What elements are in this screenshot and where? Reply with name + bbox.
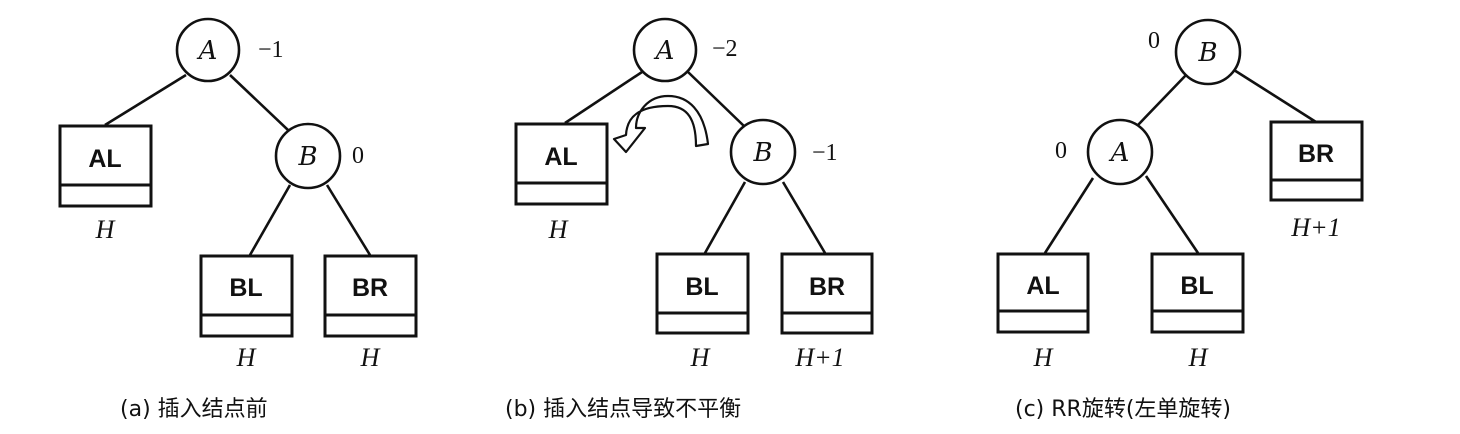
node-a <box>632 17 698 83</box>
node-a-label: A <box>197 36 218 66</box>
node-a <box>1086 118 1154 186</box>
node-b <box>1174 18 1242 86</box>
subtree-br: BR H+1 <box>780 252 874 372</box>
subtree-height: H <box>95 215 116 244</box>
subtree-height: H <box>1033 343 1054 372</box>
caption-b: (b) 插入结点导致不平衡 <box>505 397 741 422</box>
panel-c: B 0 A 0 AL H BL H BR H+1 (c) RR旋转(左单旋转) <box>996 18 1364 422</box>
subtree-br: BR H <box>323 254 418 372</box>
rotation-arrow-icon <box>612 94 710 154</box>
node-a-label: A <box>1109 138 1130 168</box>
subtree-label: BL <box>685 273 718 301</box>
edge-b-br <box>781 181 827 254</box>
subtree-bl: BL H <box>655 252 750 372</box>
subtree-label: BR <box>1298 140 1334 168</box>
subtree-label: AL <box>1026 272 1059 300</box>
node-a-label: A <box>654 36 675 66</box>
edge-a-b <box>687 71 746 128</box>
node-a-balance: 0 <box>1055 138 1067 164</box>
panel-b: A −2 B −1 AL H BL H BR H+1 (b) 插入结点导致不平衡 <box>505 17 874 422</box>
subtree-br: BR H+1 <box>1269 120 1364 242</box>
subtree-bl: BL H <box>199 254 294 372</box>
subtree-al: AL H <box>514 122 609 244</box>
subtree-height: H <box>690 343 711 372</box>
subtree-label: BL <box>1180 272 1213 300</box>
node-b-balance: 0 <box>352 143 364 169</box>
subtree-height: H <box>360 343 381 372</box>
edge-a-al <box>564 70 643 125</box>
node-b-label: B <box>752 138 772 168</box>
subtree-height: H <box>548 215 569 244</box>
subtree-label: AL <box>544 143 577 171</box>
edge-a-al <box>1043 177 1095 254</box>
subtree-label: BL <box>229 274 262 302</box>
edge-a-bl <box>1144 175 1200 254</box>
subtree-height: H+1 <box>1290 213 1340 242</box>
node-a <box>175 17 241 83</box>
subtree-height: H <box>236 343 257 372</box>
node-b-balance: −1 <box>812 140 838 166</box>
panel-a: A −1 B 0 AL H BL H BR H (a) 插入结点前 <box>58 17 418 422</box>
subtree-height: H+1 <box>794 343 844 372</box>
node-b-balance: 0 <box>1148 28 1160 54</box>
edge-a-b <box>229 74 289 131</box>
node-a-balance: −2 <box>712 36 738 62</box>
node-b-label: B <box>297 142 317 172</box>
subtree-label: BR <box>352 274 388 302</box>
subtree-al: AL H <box>58 124 153 244</box>
node-b <box>274 122 342 190</box>
edge-b-a <box>1137 73 1188 126</box>
subtree-height: H <box>1188 343 1209 372</box>
edge-b-bl <box>703 181 747 254</box>
node-b <box>729 118 797 186</box>
edge-b-br <box>325 184 372 256</box>
caption-a: (a) 插入结点前 <box>120 397 268 422</box>
subtree-label: BR <box>809 273 845 301</box>
edge-a-al <box>104 73 187 127</box>
caption-c: (c) RR旋转(左单旋转) <box>1015 397 1231 422</box>
node-b-label: B <box>1197 38 1217 68</box>
subtree-al: AL H <box>996 252 1090 372</box>
edge-b-bl <box>248 184 292 256</box>
edge-b-br <box>1233 68 1317 124</box>
subtree-label: AL <box>88 145 121 173</box>
node-a-balance: −1 <box>258 37 284 63</box>
subtree-bl: BL H <box>1150 252 1245 372</box>
